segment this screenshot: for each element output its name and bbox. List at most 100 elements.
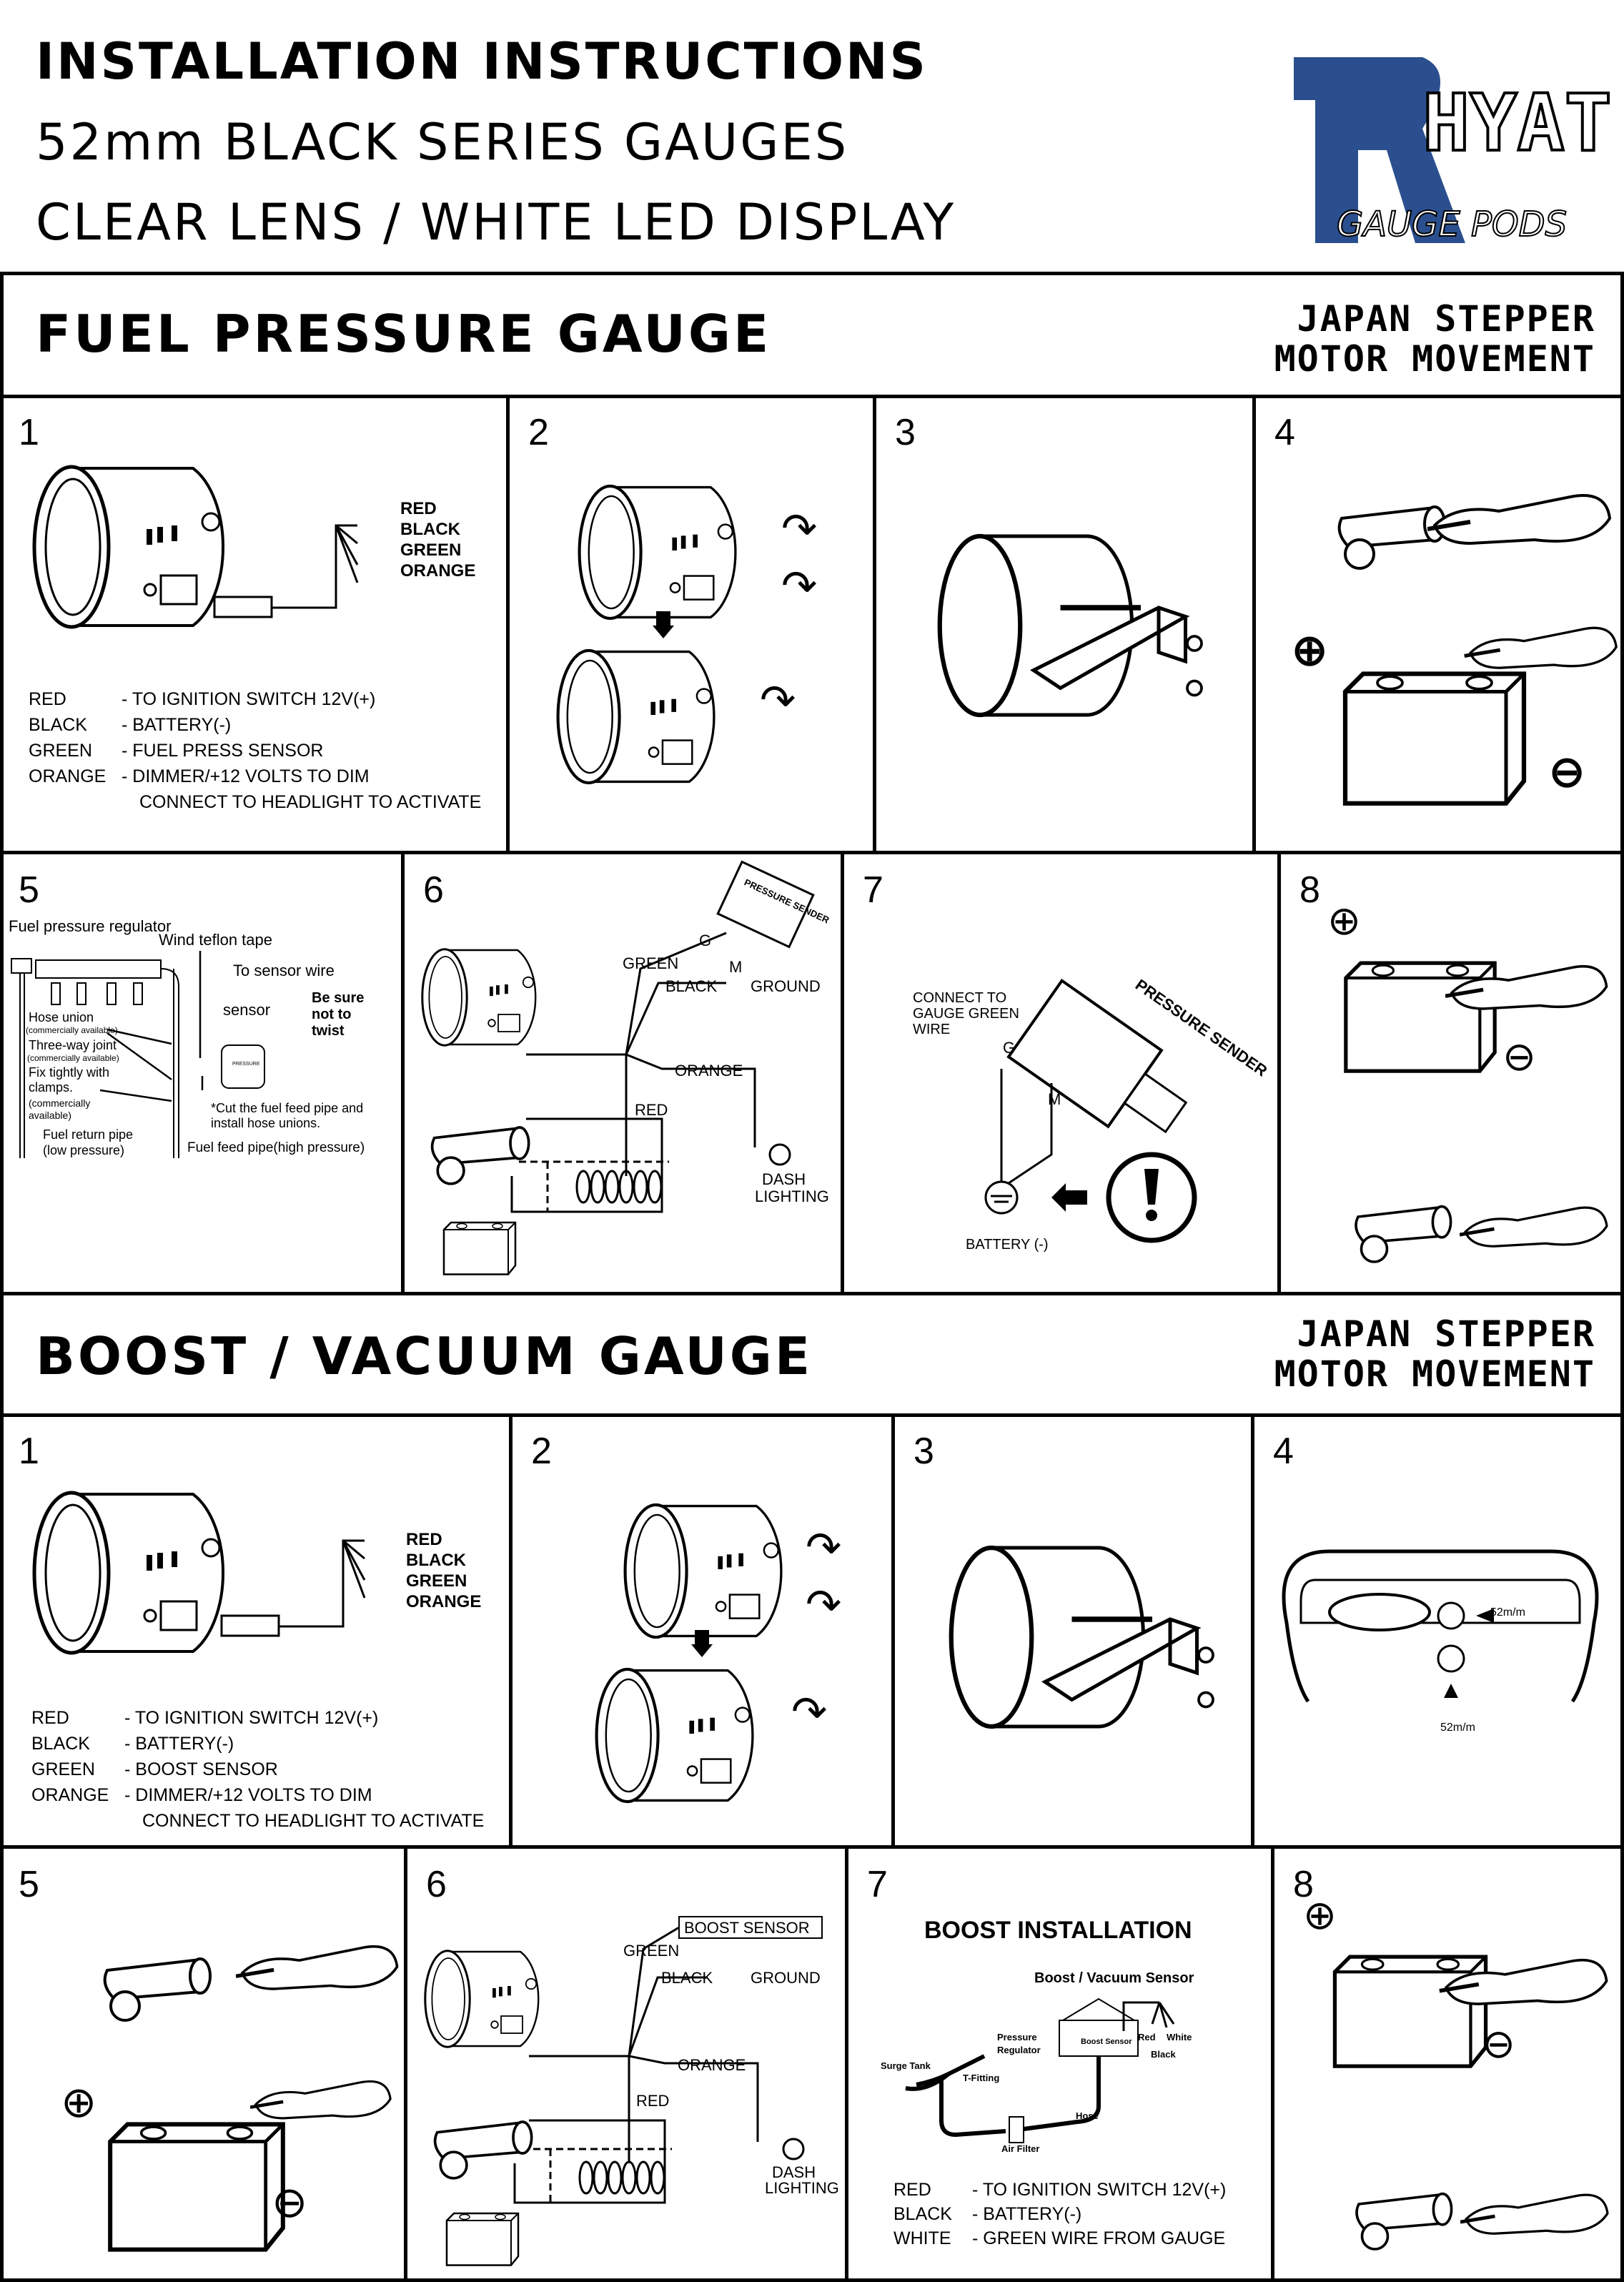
label-t-fitting: T-Fitting bbox=[963, 2073, 1000, 2083]
plus-icon: ⊕ bbox=[1303, 1892, 1337, 1937]
step-number: 2 bbox=[528, 412, 549, 453]
rotate-icon: ↷ bbox=[781, 505, 818, 553]
wire-label: BLACK bbox=[406, 1551, 466, 1570]
label-hose: Hose bbox=[1076, 2110, 1099, 2121]
legend-desc: - DIMMER/+12 VOLTS TO DIM bbox=[122, 766, 370, 786]
step-number: 8 bbox=[1293, 1864, 1314, 1905]
battery-illustration bbox=[93, 2106, 300, 2263]
step-number: 4 bbox=[1274, 412, 1295, 453]
gauge-illustration bbox=[29, 454, 243, 640]
step-number: 1 bbox=[19, 412, 39, 453]
label-three-way: Three-way joint bbox=[29, 1038, 117, 1052]
legend-color: BLACK bbox=[893, 2204, 952, 2224]
label-m: M bbox=[729, 958, 743, 976]
label-m: M bbox=[1048, 1090, 1061, 1108]
rotate-icon: ↷ bbox=[791, 1688, 828, 1736]
step-number: 5 bbox=[19, 869, 39, 911]
label-green: GREEN bbox=[623, 954, 679, 972]
label-regulator: Regulator bbox=[997, 2045, 1041, 2055]
fuel-section-title: FUEL PRESSURE GAUGE bbox=[36, 304, 772, 364]
legend-color: ORANGE bbox=[31, 1785, 109, 1805]
label-boost-sensor: BOOST SENSOR bbox=[684, 1919, 810, 1937]
legend-note: CONNECT TO HEADLIGHT TO ACTIVATE bbox=[139, 792, 482, 812]
divider bbox=[0, 272, 1624, 275]
hand-illustration bbox=[236, 1927, 400, 2006]
divider bbox=[0, 1413, 1624, 1417]
label-low-pressure: (low pressure) bbox=[43, 1143, 125, 1157]
boost-wire-legend: RED- TO IGNITION SWITCH 12V(+)BLACK- BAT… bbox=[893, 2178, 1226, 2251]
step-number: 8 bbox=[1299, 869, 1320, 911]
step-number: 7 bbox=[863, 869, 883, 911]
label-pressure: Pressure bbox=[997, 2032, 1037, 2043]
page-border-right bbox=[1620, 274, 1624, 2282]
wire-label: RED bbox=[406, 1530, 442, 1549]
wire-legend: RED- TO IGNITION SWITCH 12V(+)BLACK- BAT… bbox=[29, 686, 481, 815]
step-number: 2 bbox=[531, 1431, 552, 1472]
fuel-rail-diagram: PRESSURE bbox=[11, 951, 265, 1158]
legend-desc: - BATTERY(-) bbox=[124, 1734, 234, 1754]
fuel-step-6: 6 PRESSURE SENDER GREEN G M BLACK GROUND… bbox=[405, 854, 844, 1295]
wire-harness bbox=[220, 1539, 366, 1637]
label-battery: BATTERY (-) bbox=[966, 1237, 1049, 1253]
plus-icon: ⊕ bbox=[61, 2078, 97, 2126]
hand-illustration bbox=[1460, 2178, 1610, 2249]
boost-step-4: 4 52m/m 52m/m bbox=[1254, 1416, 1624, 1849]
boost-step-7: 7 BOOST INSTALLATION Boost / Vacuum Sens… bbox=[848, 1849, 1274, 2282]
divider bbox=[0, 395, 1624, 398]
wire-legend: RED- TO IGNITION SWITCH 12V(+)BLACK- BAT… bbox=[31, 1705, 484, 1834]
label-note: (commercially available) bbox=[27, 1053, 119, 1063]
battery-illustration bbox=[433, 1215, 526, 1280]
legend-color: GREEN bbox=[31, 1759, 95, 1779]
stepper-line2: MOTOR MOVEMENT bbox=[1274, 1353, 1595, 1395]
svg-text:GAUGE PODS: GAUGE PODS bbox=[1337, 204, 1567, 244]
doc-title: INSTALLATION INSTRUCTIONS bbox=[36, 32, 928, 91]
plug-illustration bbox=[1346, 2178, 1475, 2256]
minus-icon: ⊖ bbox=[1549, 748, 1585, 796]
legend-desc: - GREEN WIRE FROM GAUGE bbox=[972, 2228, 1226, 2248]
label-note: (commercially available) bbox=[26, 1025, 118, 1035]
brand-logo: HYAT GAUGE PODS bbox=[1279, 29, 1613, 245]
legend-desc: - FUEL PRESS SENSOR bbox=[122, 741, 324, 761]
label-cut-note: *Cut the fuel feed pipe and install hose… bbox=[211, 1101, 364, 1130]
legend-desc: - TO IGNITION SWITCH 12V(+) bbox=[122, 689, 376, 709]
rotate-icon: ↷ bbox=[781, 562, 818, 610]
plus-icon: ⊕ bbox=[1327, 898, 1361, 943]
step-number: 3 bbox=[895, 412, 916, 453]
fuel-step-8: 8 ⊕ ⊖ bbox=[1281, 854, 1624, 1295]
fuel-step-1: 1 RED BLACK GREEN ORANGE RED- TO IGNITIO… bbox=[0, 397, 510, 854]
battery-illustration bbox=[1327, 654, 1542, 819]
rotate-icon: ↷ bbox=[806, 1581, 842, 1629]
label-connect: CONNECT TO GAUGE GREEN WIRE bbox=[913, 990, 1019, 1037]
label-green: GREEN bbox=[623, 1942, 680, 1960]
sender-ground-diagram bbox=[984, 978, 1197, 1243]
hand-illustration bbox=[1439, 1942, 1610, 2020]
rotate-icon: ↷ bbox=[760, 676, 796, 724]
label-teflon: Wind teflon tape bbox=[159, 931, 272, 949]
label-black: Black bbox=[1151, 2049, 1176, 2060]
arrow-down-icon bbox=[691, 1630, 713, 1657]
label-boost-sensor: Boost Sensor bbox=[1081, 2038, 1132, 2046]
stepper-line1: JAPAN STEPPER bbox=[1297, 298, 1595, 340]
legend-desc: - BOOST SENSOR bbox=[124, 1759, 278, 1779]
wire-label: RED bbox=[400, 499, 437, 518]
bracket-mount-illustration bbox=[926, 518, 1212, 733]
minus-icon: ⊖ bbox=[1502, 1034, 1536, 1079]
sender-text: PRESSURE bbox=[232, 1062, 260, 1067]
gauge-illustration bbox=[591, 1659, 770, 1812]
legend-color: RED bbox=[31, 1708, 69, 1728]
label-air-filter: Air Filter bbox=[1001, 2143, 1040, 2154]
plug-illustration bbox=[93, 1942, 236, 2027]
wiring-diagram bbox=[513, 1916, 823, 2204]
label-warning: Be sure not to twist bbox=[312, 990, 365, 1039]
rotate-icon: ↷ bbox=[806, 1523, 842, 1571]
arrow-down-icon bbox=[653, 611, 674, 638]
legend-note: CONNECT TO HEADLIGHT TO ACTIVATE bbox=[142, 1811, 485, 1831]
boost-plumbing-diagram bbox=[905, 1997, 1175, 2143]
boost-section-title: BOOST / VACUUM GAUGE bbox=[36, 1326, 813, 1386]
label-sensor: sensor bbox=[223, 1001, 271, 1019]
legend-color: RED bbox=[893, 2180, 931, 2200]
wire-harness bbox=[213, 524, 359, 618]
label-note: (commercially available) bbox=[29, 1097, 91, 1121]
